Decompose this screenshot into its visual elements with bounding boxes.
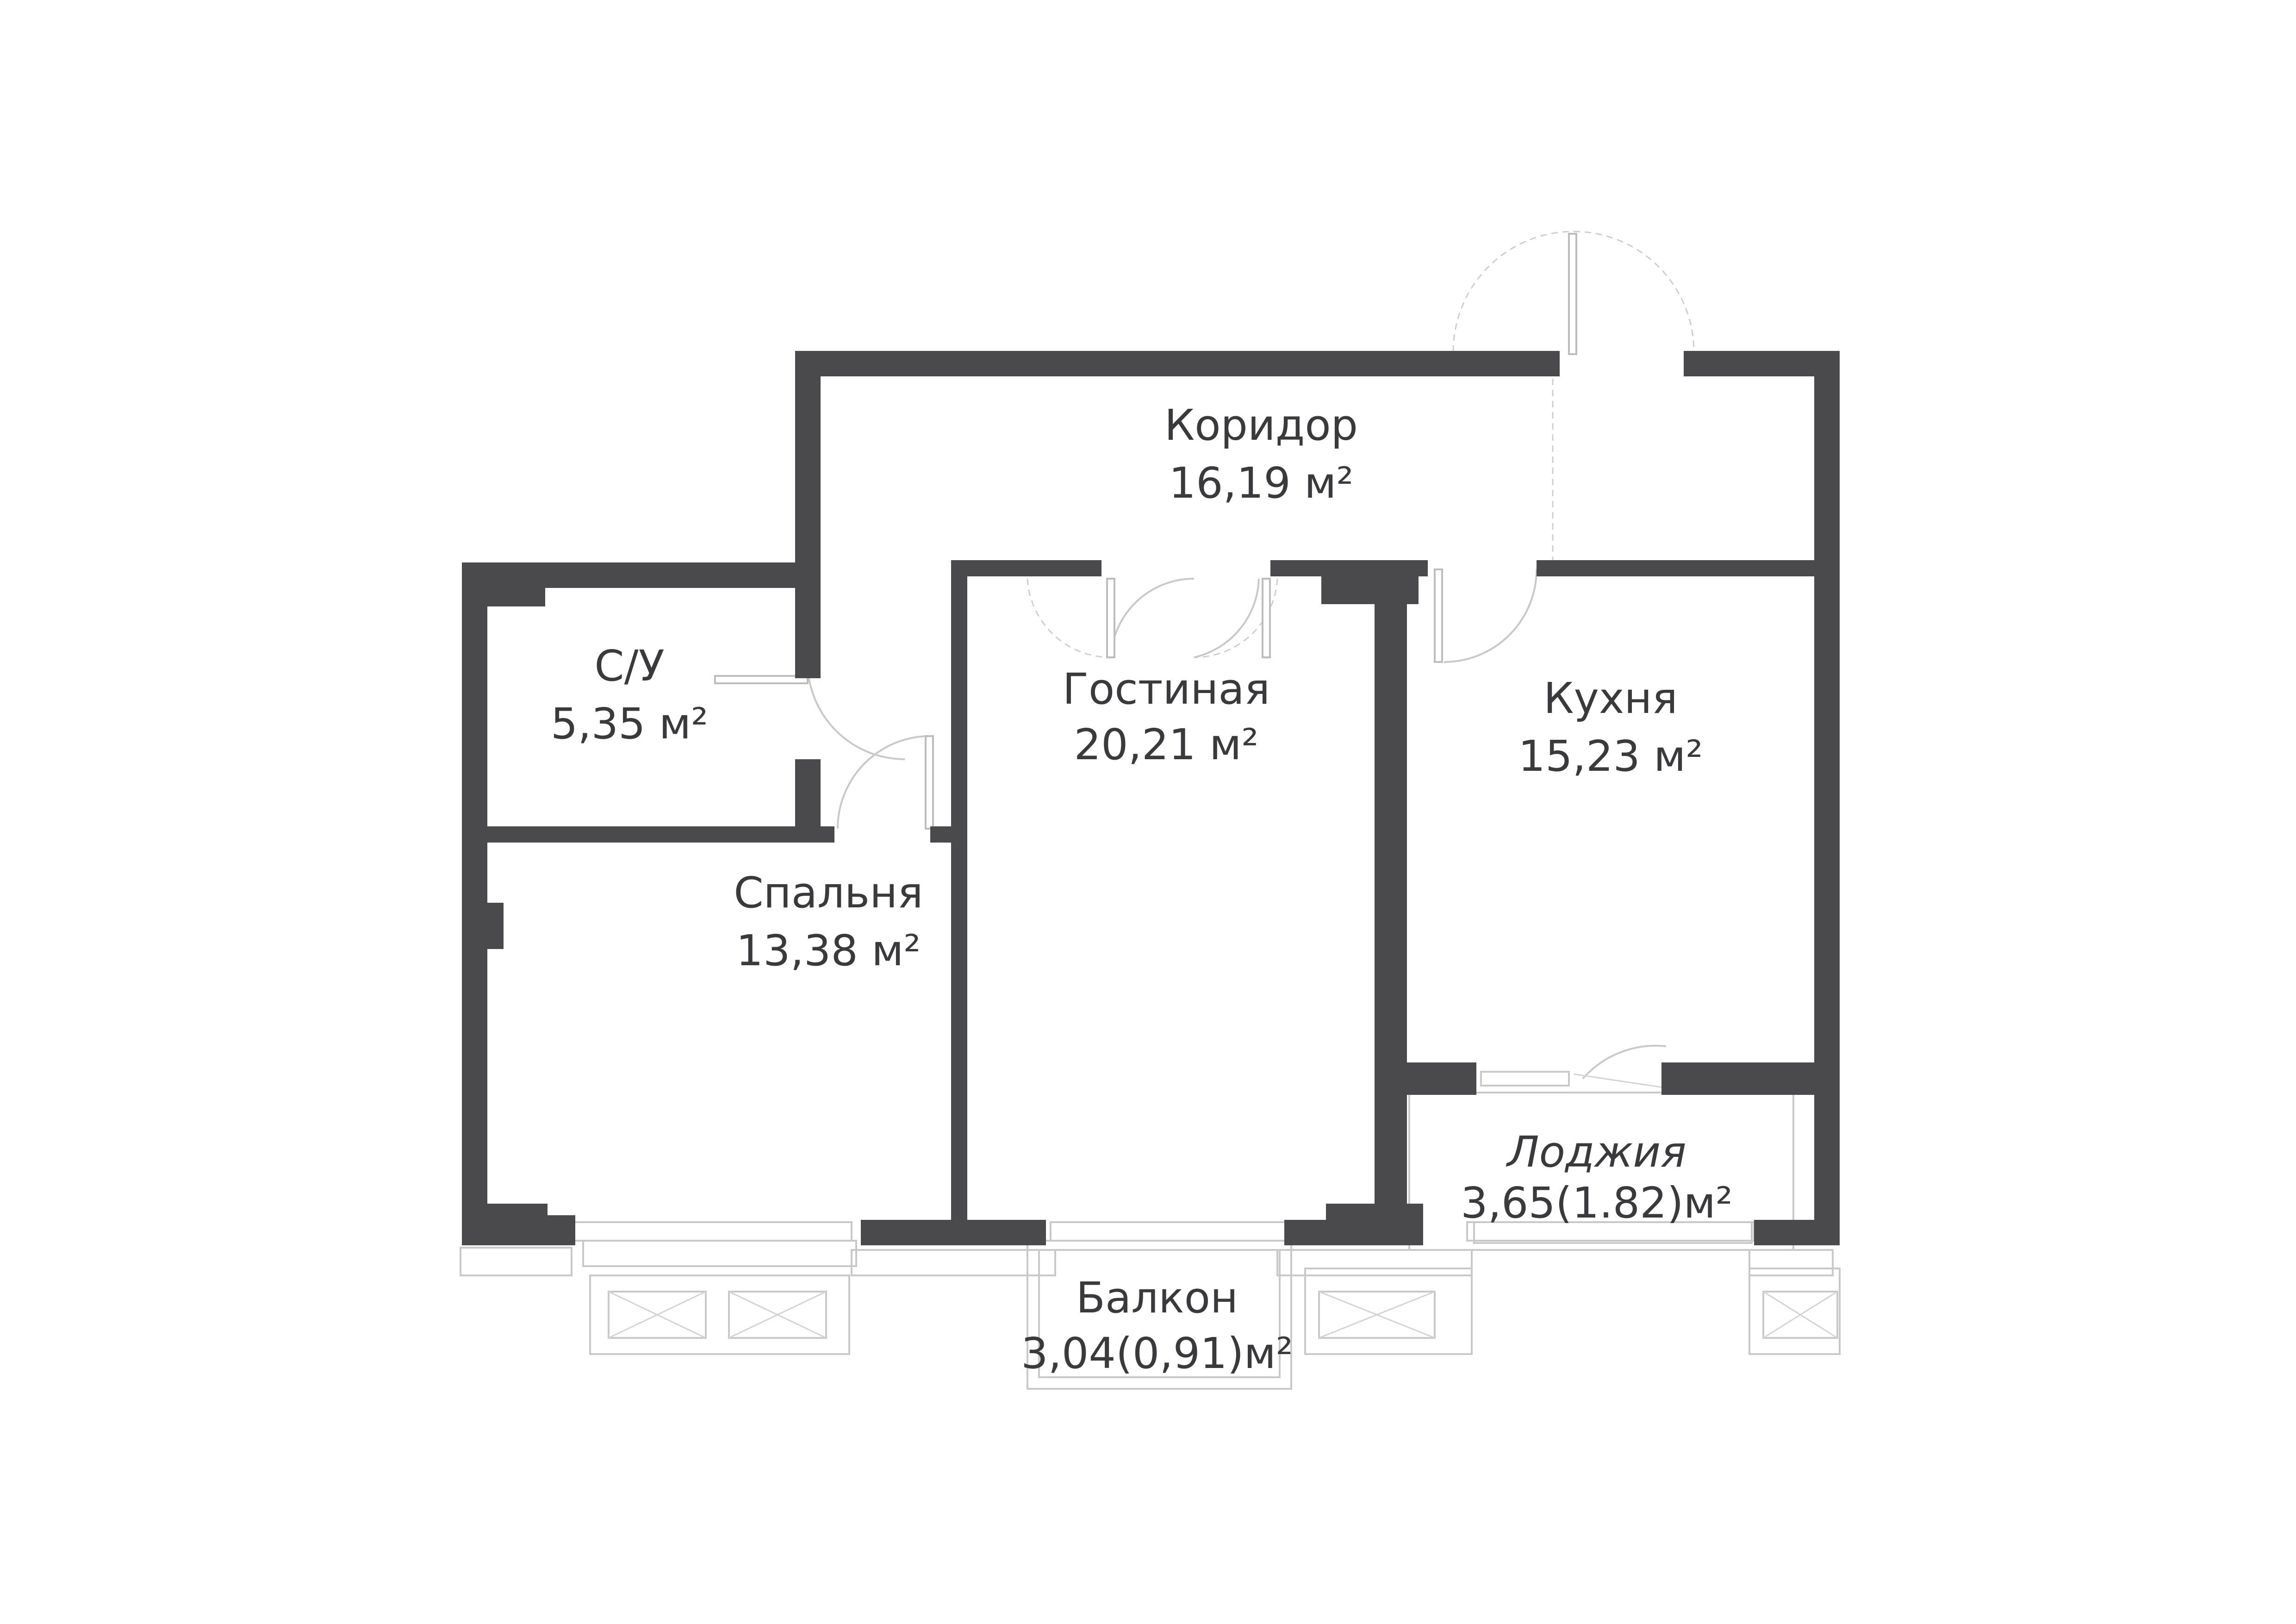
loggia-glazing (1408, 1092, 1794, 1251)
room-labels: Коридор 16,19 м² С/У 5,35 м² Гостиная 20… (551, 400, 1733, 1378)
room-area-kitchen: 15,23 м² (1518, 731, 1703, 781)
room-area-loggia: 3,65(1.82)м² (1461, 1178, 1733, 1228)
room-area-living: 20,21 м² (1074, 720, 1259, 769)
room-name-bathroom: С/У (594, 641, 664, 691)
room-area-corridor: 16,19 м² (1169, 458, 1354, 508)
room-name-loggia: Лоджия (1506, 1127, 1686, 1177)
balcony-outline (1027, 1240, 1292, 1390)
room-area-bedroom: 13,38 м² (736, 926, 921, 975)
room-name-corridor: Коридор (1164, 400, 1358, 450)
room-name-bedroom: Спальня (734, 868, 923, 918)
room-name-kitchen: Кухня (1543, 674, 1678, 723)
walls (462, 351, 1840, 1245)
room-name-balcony: Балкон (1076, 1273, 1238, 1323)
door-swings (714, 231, 1695, 1089)
room-name-living: Гостиная (1063, 664, 1270, 714)
room-area-balcony: 3,04(0,91)м² (1021, 1329, 1293, 1378)
windows-and-balconies (460, 1092, 1841, 1390)
bedroom-balcony-rail (582, 1240, 857, 1267)
room-area-bathroom: 5,35 м² (551, 699, 708, 749)
